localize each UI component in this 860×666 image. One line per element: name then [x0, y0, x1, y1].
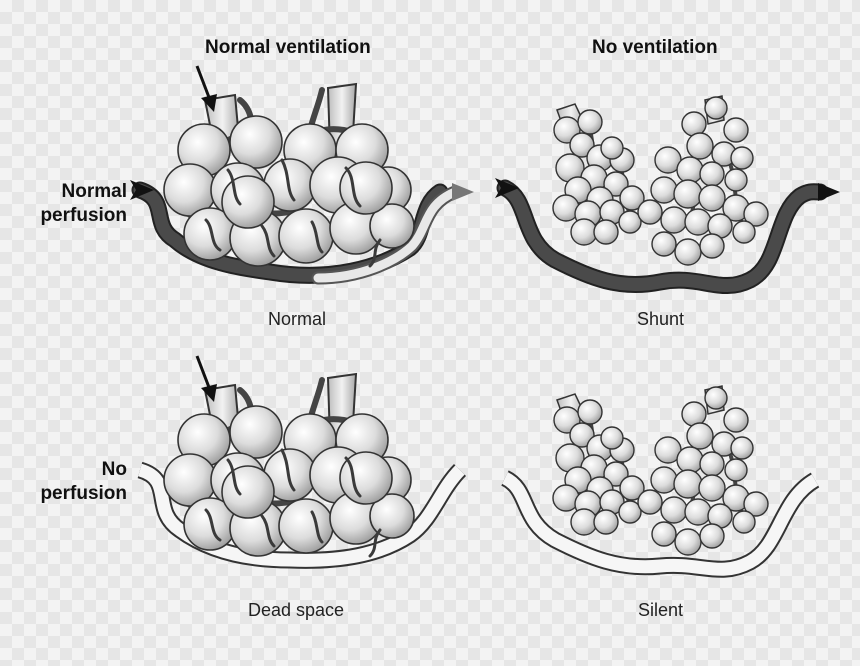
alveolus	[743, 491, 769, 517]
alveolus	[651, 231, 677, 257]
alveolus	[570, 218, 598, 246]
header-normal-ventilation: Normal ventilation	[205, 37, 371, 58]
alveolus	[603, 171, 629, 197]
vessel-path	[495, 178, 840, 295]
alveolus	[651, 521, 677, 547]
alveolus	[732, 220, 756, 244]
alveolus	[673, 179, 703, 209]
alveolus	[278, 498, 334, 554]
header-no-ventilation: No ventilation	[592, 37, 718, 58]
alveolus	[698, 184, 726, 212]
capillary-vessel	[500, 470, 820, 578]
alveolus	[674, 528, 702, 556]
inflow-arrow-icon	[130, 180, 154, 200]
alveolus	[221, 465, 275, 519]
capillary-vessel	[136, 461, 467, 569]
airflow-arrow-icon	[195, 65, 212, 101]
alveolus	[570, 508, 598, 536]
alveolus	[619, 185, 645, 211]
alveolus	[684, 498, 712, 526]
alveolus	[730, 146, 754, 170]
row-label-no-perfusion: No perfusion	[40, 458, 127, 506]
panel-shunt	[495, 95, 840, 295]
row-label-no-perfusion-line1: No	[101, 459, 127, 480]
alveolus	[660, 496, 688, 524]
alveolus	[618, 210, 642, 234]
alveolus	[704, 386, 728, 410]
alveolus	[600, 136, 624, 160]
alveolus	[676, 446, 704, 474]
alveolus	[681, 111, 707, 137]
vessel-path	[136, 461, 467, 569]
alveolus	[704, 96, 728, 120]
vessel-path	[130, 180, 474, 285]
inflow-arrow-icon	[495, 178, 519, 198]
row-label-normal-perfusion: Normal perfusion	[40, 180, 127, 228]
row-label-no-perfusion-line2: perfusion	[40, 483, 127, 504]
alveolus	[650, 176, 678, 204]
alveolus	[369, 493, 415, 539]
alveolus	[699, 451, 725, 477]
alveolus	[229, 405, 283, 459]
alveolus	[673, 469, 703, 499]
alveolus	[674, 238, 702, 266]
alveolus	[699, 161, 725, 187]
alveolar-cluster-inflated	[163, 65, 415, 268]
alveolus	[569, 132, 595, 158]
alveolus	[637, 199, 663, 225]
alveolus	[686, 422, 714, 450]
alveolus	[339, 161, 393, 215]
alveolus	[569, 422, 595, 448]
panel-silent	[500, 385, 820, 578]
alveolus	[699, 233, 725, 259]
alveolus	[743, 201, 769, 227]
alveolus	[699, 523, 725, 549]
capillary-vessel	[495, 178, 840, 295]
alveolus	[221, 175, 275, 229]
alveolus	[732, 510, 756, 534]
alveolus	[723, 117, 749, 143]
alveolus	[686, 132, 714, 160]
panel-caption-dead-space: Dead space	[248, 600, 345, 620]
alveolus	[619, 475, 645, 501]
alveolus	[369, 203, 415, 249]
alveolar-cluster-inflated	[163, 355, 415, 558]
alveolus	[229, 115, 283, 169]
panel-caption-normal: Normal	[268, 309, 327, 329]
panel-caption-shunt: Shunt	[637, 309, 685, 329]
row-label-normal-perfusion-line1: Normal	[61, 181, 127, 202]
alveolus	[577, 399, 603, 425]
alveolus	[618, 500, 642, 524]
alveolus	[724, 458, 748, 482]
row-label-normal-perfusion-line2: perfusion	[40, 205, 127, 226]
alveolar-cluster-collapsed	[552, 385, 769, 556]
alveolus	[577, 109, 603, 135]
capillary-vessel	[130, 180, 474, 285]
alveolus	[676, 156, 704, 184]
alveolus	[593, 219, 619, 245]
alveolus	[600, 426, 624, 450]
alveolus	[698, 474, 726, 502]
alveolus	[593, 509, 619, 535]
alveolus	[730, 436, 754, 460]
alveolus	[681, 401, 707, 427]
vessel-path	[500, 470, 820, 578]
alveolus	[650, 466, 678, 494]
alveolus	[339, 451, 393, 505]
panel-caption-silent: Silent	[638, 600, 684, 620]
panel-dead-space	[136, 355, 467, 569]
alveolus	[278, 208, 334, 264]
alveolus	[723, 407, 749, 433]
panel-normal	[130, 65, 474, 285]
airflow-arrow-icon	[195, 355, 212, 391]
alveolus	[684, 208, 712, 236]
alveolus	[660, 206, 688, 234]
alveolus	[724, 168, 748, 192]
alveolar-cluster-collapsed	[552, 95, 769, 266]
alveolus	[603, 461, 629, 487]
outflow-arrow-icon	[818, 183, 840, 201]
alveolus	[637, 489, 663, 515]
outflow-arrow-icon	[452, 183, 474, 201]
